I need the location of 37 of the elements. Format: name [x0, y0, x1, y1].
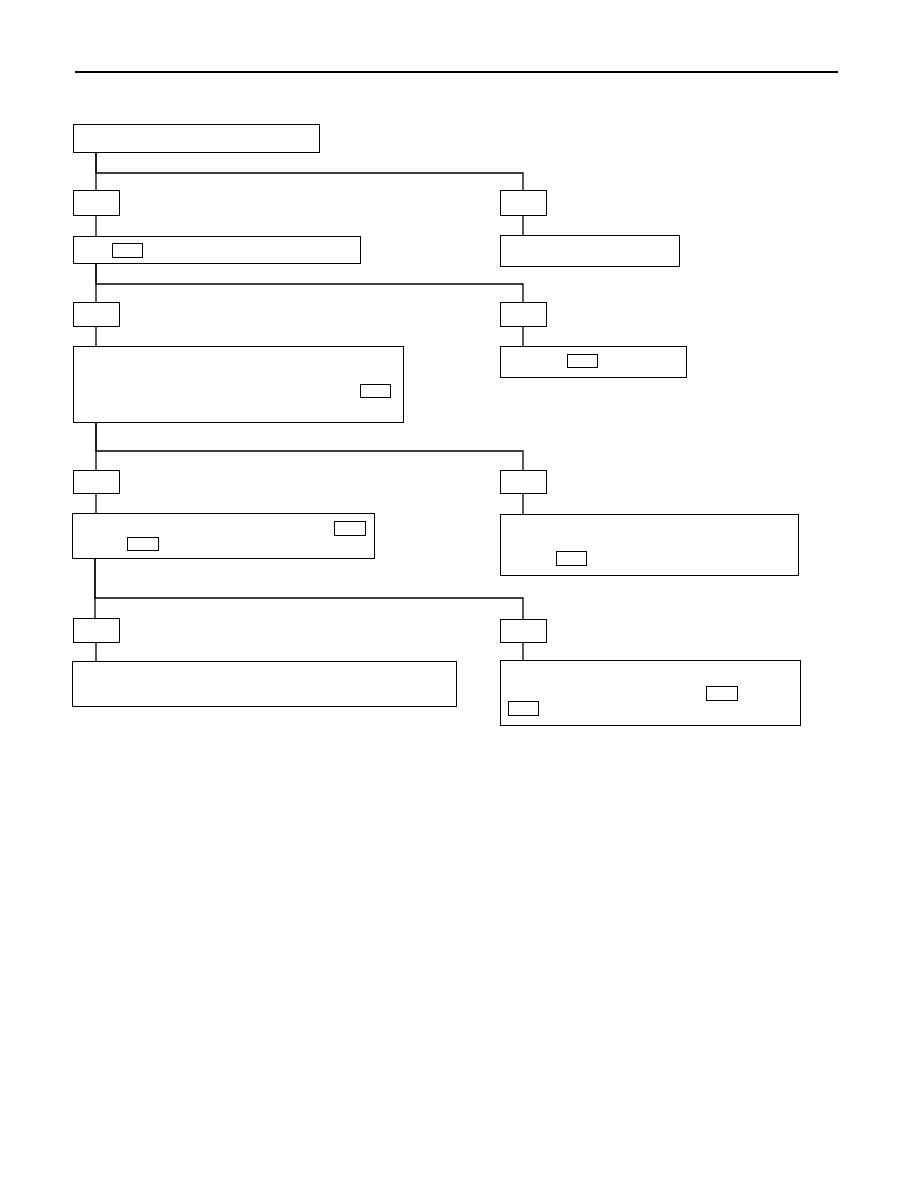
reference-box [126, 536, 159, 551]
reference-box [705, 685, 738, 701]
step-tag-box [500, 619, 547, 643]
reference-box [333, 520, 366, 536]
connector-line [94, 558, 524, 620]
reference-box [111, 242, 143, 258]
connector-line [95, 642, 97, 662]
process-box [72, 661, 457, 707]
process-box [500, 514, 799, 576]
step-tag-box [500, 470, 547, 494]
process-box [73, 124, 320, 153]
step-tag-box [73, 302, 120, 327]
connector-line [95, 215, 97, 237]
process-box [73, 346, 404, 423]
reference-box [555, 550, 587, 566]
reference-box [507, 700, 539, 716]
process-box [73, 236, 361, 264]
step-tag-box [73, 618, 120, 643]
connector-line [522, 642, 524, 661]
reference-box [566, 353, 598, 368]
process-box [500, 346, 687, 378]
connector-line [522, 326, 524, 347]
reference-box [359, 383, 391, 398]
connector-line [95, 493, 97, 514]
connector-line [95, 152, 524, 191]
step-tag-box [500, 302, 547, 327]
step-tag-box [73, 470, 120, 494]
connector-line [522, 215, 524, 236]
step-tag-box [500, 190, 547, 216]
connector-line [95, 263, 524, 303]
connector-line [95, 422, 524, 471]
process-box [72, 513, 375, 559]
process-box [500, 660, 801, 726]
connector-line [522, 493, 524, 515]
process-box [500, 235, 680, 267]
connector-line [95, 326, 97, 347]
step-tag-box [73, 190, 120, 216]
